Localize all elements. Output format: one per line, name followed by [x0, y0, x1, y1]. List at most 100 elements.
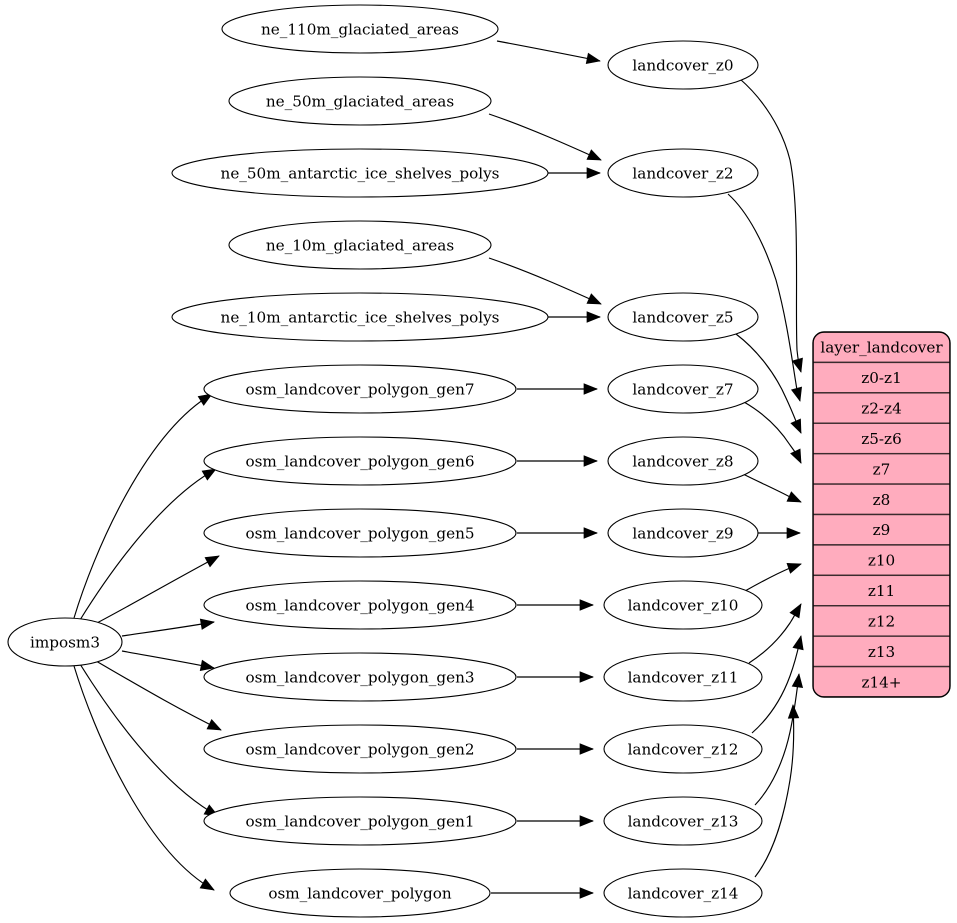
edge-src-ne50-glaciated-to-lc-z2 — [488, 113, 602, 161]
edge-src-osm-gen3-to-lc-z11 — [517, 671, 594, 683]
node-lc-z13[interactable]: landcover_z13 — [603, 796, 763, 846]
node-src-osm-poly[interactable]: osm_landcover_polygon — [229, 868, 491, 918]
node-label: landcover_z13 — [628, 813, 739, 831]
table-row-z9[interactable]: z9 — [813, 513, 950, 546]
edge-arrowhead — [583, 455, 598, 467]
table-cell-label: layer_landcover — [820, 339, 943, 357]
node-lc-z8[interactable]: landcover_z8 — [607, 436, 759, 486]
node-lc-z0[interactable]: landcover_z0 — [607, 40, 759, 90]
edge-arrowhead — [791, 357, 803, 373]
edge-lc-z14-to-row-z14 — [754, 704, 800, 878]
edge-lc-z13-to-row-z13 — [754, 673, 804, 806]
table-cell-background — [813, 361, 950, 394]
node-src-osm-gen5[interactable]: osm_landcover_polygon_gen5 — [203, 508, 517, 558]
node-shape — [203, 580, 517, 630]
node-src-osm-gen2[interactable]: osm_landcover_polygon_gen2 — [203, 724, 517, 774]
node-shape — [203, 364, 517, 414]
table-row-z12[interactable]: z12 — [813, 605, 950, 637]
edge-src-osm-gen7-to-lc-z7 — [517, 383, 598, 395]
table-row-z13[interactable]: z13 — [813, 635, 950, 668]
node-shape — [229, 868, 491, 918]
edge-arrowhead — [579, 815, 594, 827]
edge-arrowhead — [206, 718, 222, 731]
edge-lc-z7-to-row-z7 — [743, 401, 802, 464]
table-cell-background — [813, 513, 950, 546]
node-lc-z2[interactable]: landcover_z2 — [607, 148, 759, 198]
edge-arrowhead — [586, 167, 601, 179]
table-cell-label: z13 — [868, 643, 895, 661]
edge-line — [488, 113, 602, 161]
edge-arrowhead — [790, 448, 802, 464]
node-src-ne50-antarctic[interactable]: ne_50m_antarctic_ice_shelves_polys — [171, 148, 549, 198]
table-cell-label: z12 — [868, 612, 895, 630]
edge-arrowhead — [579, 743, 594, 755]
edge-arrowhead — [197, 393, 213, 406]
node-lc-z5[interactable]: landcover_z5 — [607, 292, 759, 342]
table-row-z10[interactable]: z10 — [813, 544, 950, 577]
edge-src-osm-gen1-to-lc-z13 — [517, 815, 594, 827]
edge-lc-z0-to-row-z0-z1 — [739, 78, 803, 373]
edge-line — [496, 40, 601, 62]
edge-arrowhead — [791, 673, 804, 688]
node-label: ne_110m_glaciated_areas — [261, 21, 459, 39]
node-label: osm_landcover_polygon_gen7 — [245, 381, 474, 399]
edge-line — [121, 621, 215, 637]
node-lc-z11[interactable]: landcover_z11 — [603, 652, 763, 702]
edge-arrowhead — [586, 311, 601, 323]
node-shape — [603, 868, 763, 918]
table-row-z8[interactable]: z8 — [813, 483, 950, 516]
node-src-osm-gen7[interactable]: osm_landcover_polygon_gen7 — [203, 364, 517, 414]
node-imposm3[interactable]: imposm3 — [7, 617, 123, 667]
table-cell-label: z14+ — [861, 673, 901, 691]
node-src-osm-gen1[interactable]: osm_landcover_polygon_gen1 — [203, 796, 517, 846]
table-row-z11[interactable]: z11 — [813, 574, 950, 607]
node-label: landcover_z2 — [632, 165, 733, 183]
table-cell-label: z0-z1 — [861, 369, 901, 387]
edge-imposm3-to-src-osm-gen7 — [73, 393, 213, 619]
node-shape — [607, 292, 759, 342]
node-shape — [228, 76, 492, 126]
node-lc-z9[interactable]: landcover_z9 — [607, 508, 759, 558]
edge-lc-z12-to-row-z12 — [751, 635, 804, 734]
node-lc-z14[interactable]: landcover_z14 — [603, 868, 763, 918]
node-shape — [203, 796, 517, 846]
edge-arrowhead — [579, 599, 594, 611]
node-src-ne110-glaciated[interactable]: ne_110m_glaciated_areas — [221, 4, 499, 54]
node-src-ne10-antarctic[interactable]: ne_10m_antarctic_ice_shelves_polys — [171, 292, 549, 342]
table-row-z7[interactable]: z7 — [813, 452, 950, 485]
node-src-osm-gen4[interactable]: osm_landcover_polygon_gen4 — [203, 580, 517, 630]
edge-arrowhead — [583, 383, 598, 395]
node-src-osm-gen6[interactable]: osm_landcover_polygon_gen6 — [203, 436, 517, 486]
node-shape — [203, 724, 517, 774]
node-lc-z10[interactable]: landcover_z10 — [603, 580, 763, 630]
table-row-z0-z1[interactable]: z0-z1 — [813, 361, 950, 394]
node-label: landcover_z8 — [632, 453, 733, 471]
node-src-osm-gen3[interactable]: osm_landcover_polygon_gen3 — [203, 652, 517, 702]
edge-lc-z8-to-row-z8 — [742, 473, 802, 503]
edge-line — [79, 468, 217, 621]
table-header[interactable]: layer_landcover — [813, 332, 950, 364]
node-lc-z7[interactable]: landcover_z7 — [607, 364, 759, 414]
edge-line — [739, 78, 802, 373]
edge-imposm3-to-src-osm-gen4 — [121, 618, 215, 637]
edge-arrowhead — [786, 527, 801, 539]
table-cell-label: z10 — [868, 552, 895, 570]
node-label: landcover_z12 — [628, 741, 739, 759]
node-src-ne50-glaciated[interactable]: ne_50m_glaciated_areas — [228, 76, 492, 126]
edge-line — [94, 555, 220, 625]
table-row-z14-[interactable]: z14+ — [813, 665, 950, 697]
node-lc-z12[interactable]: landcover_z12 — [603, 724, 763, 774]
edge-arrowhead — [586, 293, 602, 305]
node-shape — [603, 796, 763, 846]
table-row-z5-z6[interactable]: z5-z6 — [813, 422, 950, 455]
node-shape — [603, 724, 763, 774]
edge-imposm3-to-src-osm-gen5 — [94, 555, 220, 625]
edge-lc-z11-to-row-z11 — [748, 603, 802, 664]
edge-arrowhead — [585, 52, 601, 64]
node-shape — [221, 4, 499, 54]
table-row-z2-z4[interactable]: z2-z4 — [813, 392, 950, 424]
node-src-ne10-glaciated[interactable]: ne_10m_glaciated_areas — [228, 220, 492, 270]
node-label: landcover_z10 — [628, 597, 739, 615]
